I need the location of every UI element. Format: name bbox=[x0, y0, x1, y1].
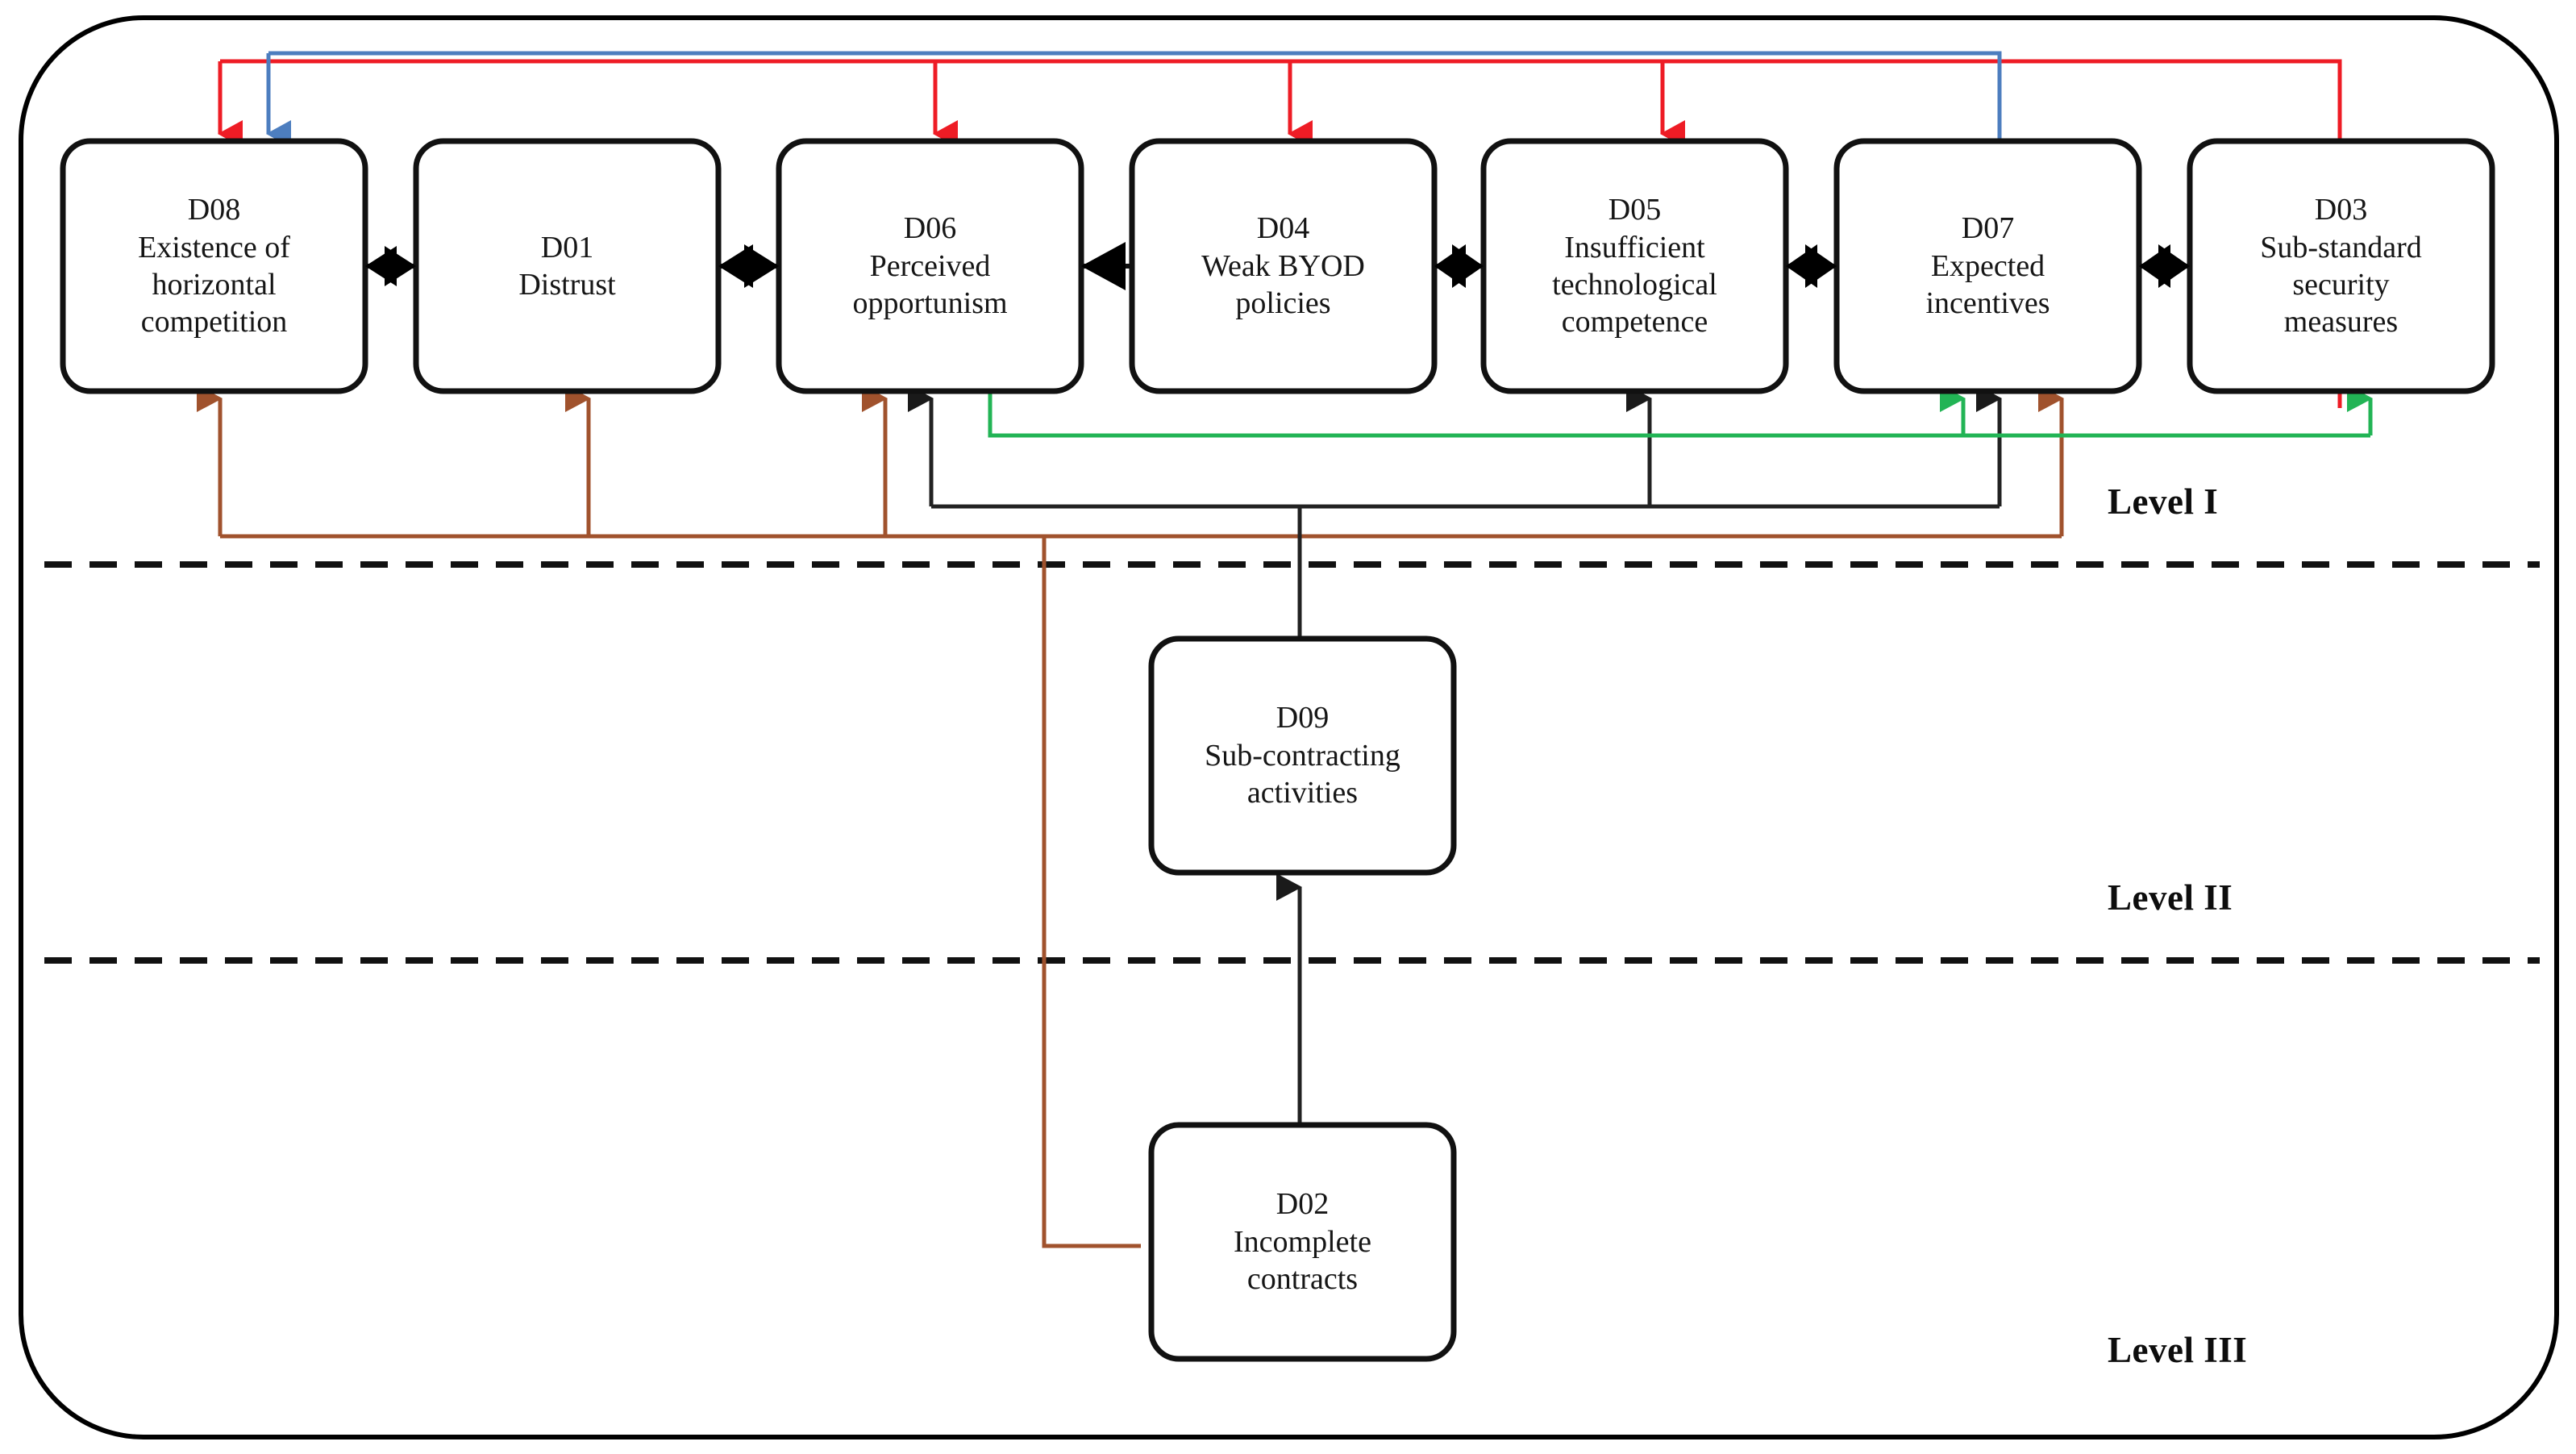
edge-bi-d01-d06 bbox=[718, 244, 779, 288]
edge-group-green bbox=[988, 385, 2373, 438]
edge-bi-d05-d07 bbox=[1786, 244, 1837, 288]
edge-group-brown bbox=[196, 385, 2064, 1248]
edge-group-blue bbox=[265, 51, 2002, 148]
node-box-d06[interactable] bbox=[776, 138, 1084, 394]
node-box-d03[interactable] bbox=[2187, 138, 2495, 394]
node-box-d02[interactable] bbox=[1148, 1122, 1457, 1362]
level-label-2: Level II bbox=[2108, 877, 2233, 918]
node-box-d04[interactable] bbox=[1129, 138, 1438, 394]
node-box-d08[interactable] bbox=[60, 138, 368, 394]
node-box-d09[interactable] bbox=[1148, 635, 1457, 876]
outer-container bbox=[19, 15, 2559, 1439]
edge-uni-d04-d06 bbox=[1081, 242, 1132, 290]
node-box-d07[interactable] bbox=[1833, 138, 2142, 394]
level-label-1: Level I bbox=[2108, 481, 2219, 522]
node-box-d01[interactable] bbox=[413, 138, 722, 394]
edge-bi-d04-d05 bbox=[1434, 244, 1484, 288]
level-label-3: Level III bbox=[2108, 1330, 2248, 1370]
edge-group-black-d09 bbox=[907, 385, 2002, 639]
node-box-d05[interactable] bbox=[1480, 138, 1789, 394]
edge-bi-d08-d01 bbox=[365, 246, 416, 286]
edge-bi-d07-d03 bbox=[2139, 244, 2190, 288]
